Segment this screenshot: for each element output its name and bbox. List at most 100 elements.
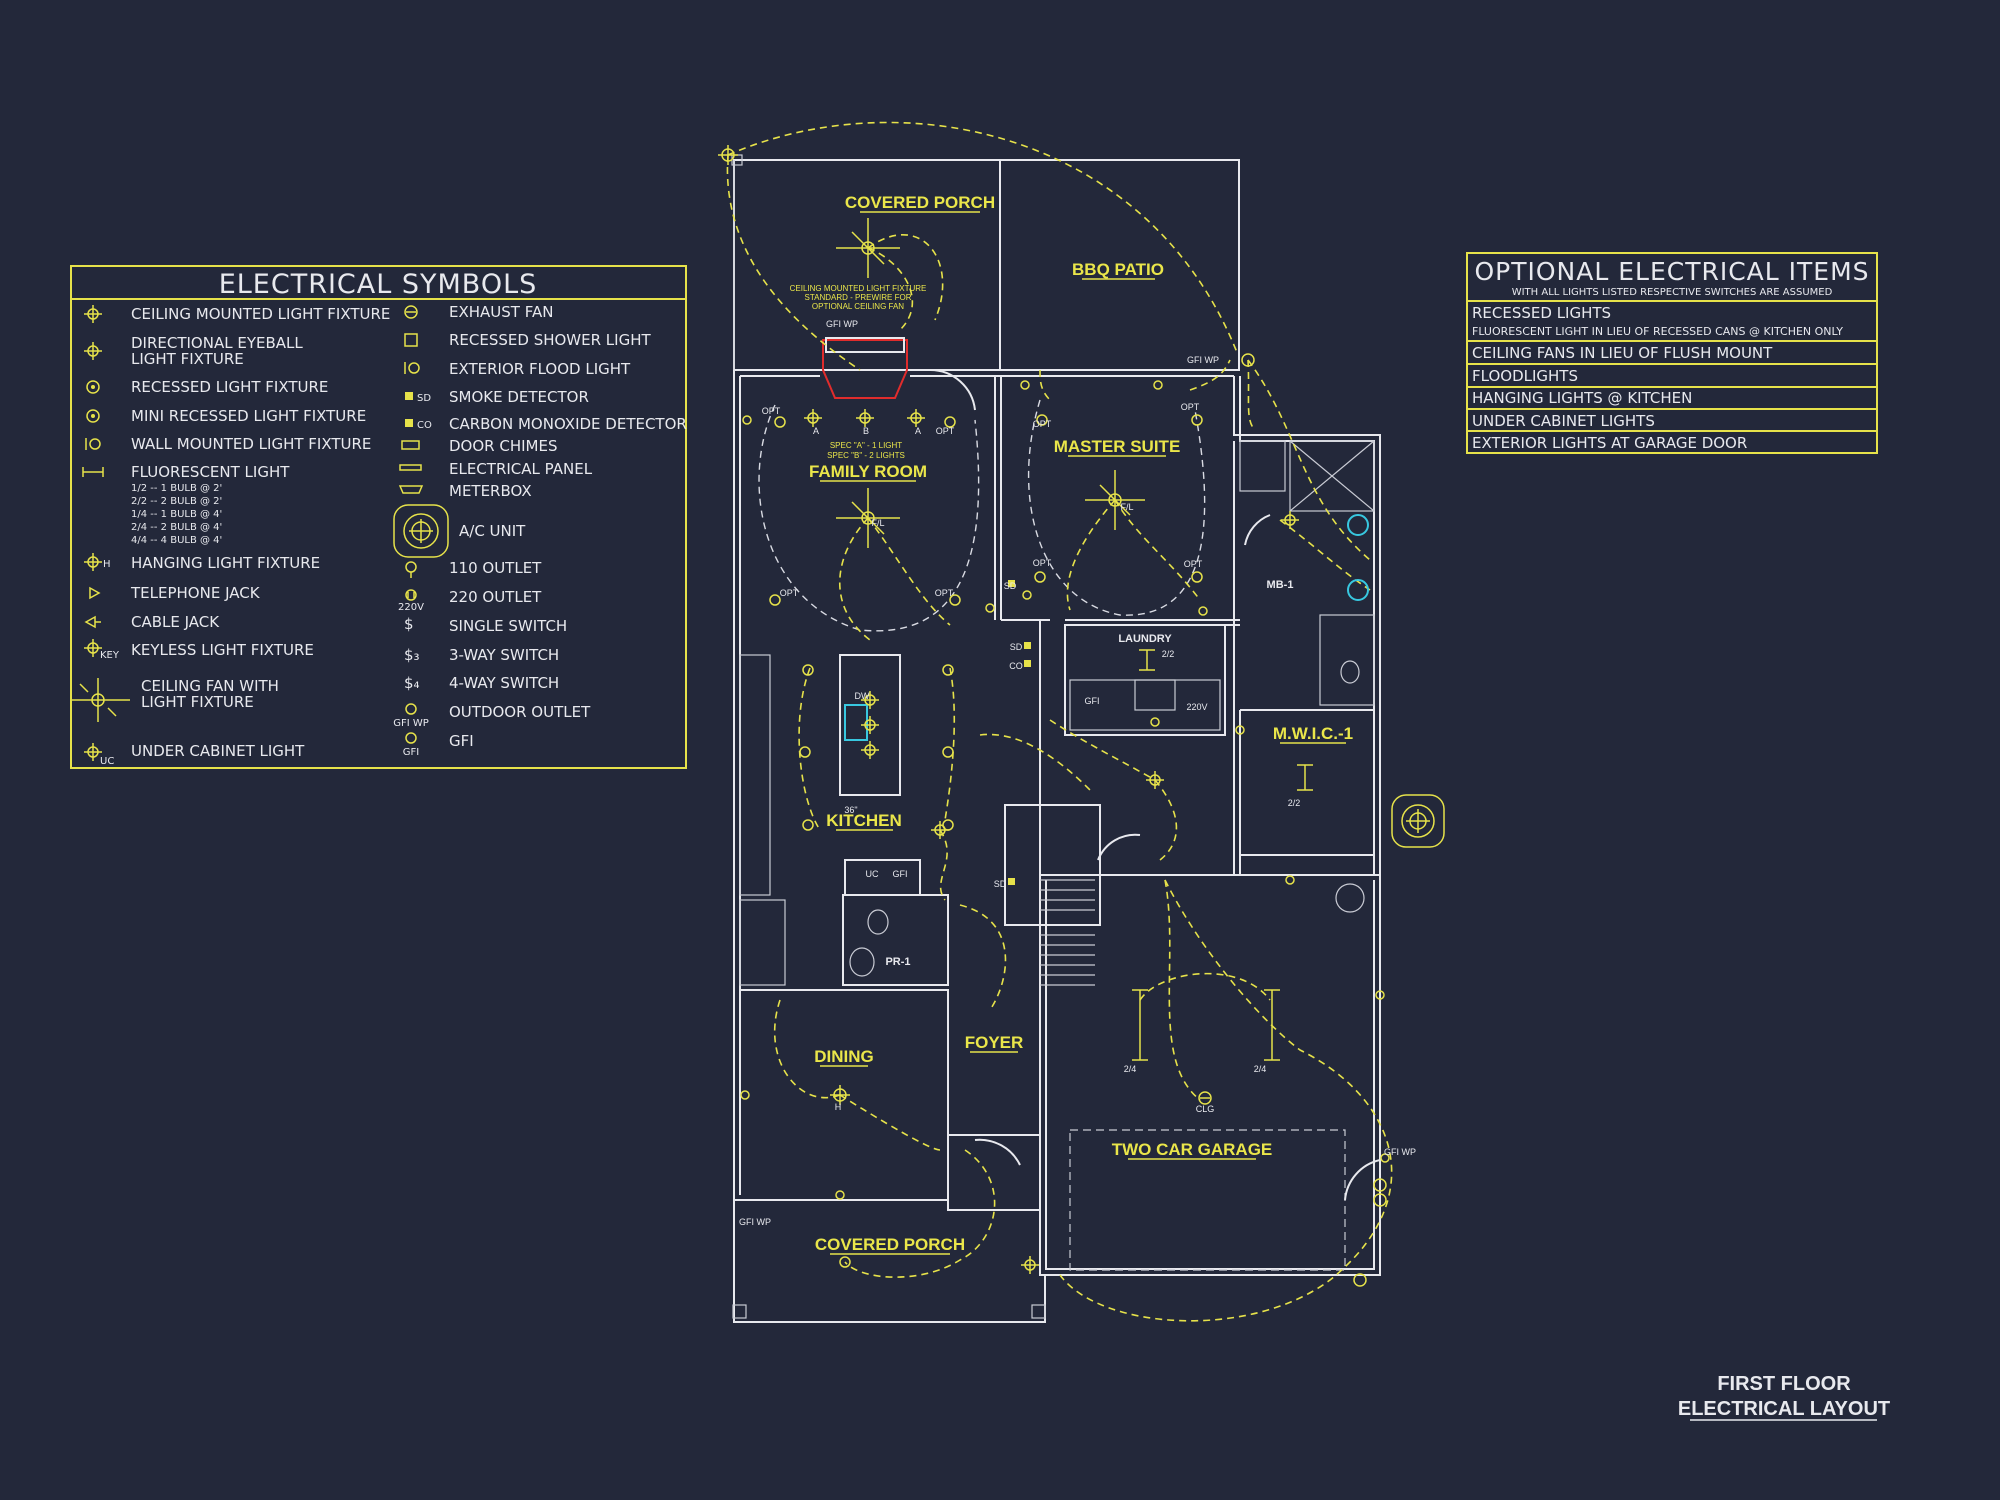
optional-frame xyxy=(1466,252,1878,454)
room-kitchen: KITCHEN xyxy=(826,811,902,830)
fluorescent-light-icon xyxy=(1132,649,1313,1061)
four-way-switch-icon: $₄ xyxy=(404,674,420,692)
ceiling-light-icon xyxy=(718,145,738,165)
legend-item: RECESSED SHOWER LIGHT xyxy=(449,331,651,349)
ceiling-light-icon xyxy=(1021,1256,1039,1274)
gfi-wp-label: GFI WP xyxy=(826,319,858,329)
flood-light-icon xyxy=(404,362,420,374)
sheet-title-line1: FIRST FLOOR xyxy=(1717,1373,1851,1395)
gfi-wp-code: GFI WP xyxy=(393,718,429,729)
legend-item: TELEPHONE JACK xyxy=(130,584,261,602)
outlet-220-icon xyxy=(405,589,417,601)
wire-run xyxy=(727,121,1239,356)
ac-unit-icon xyxy=(1391,794,1445,848)
fluorescent-note: 2/2 -- 2 BULB @ 2' xyxy=(131,496,222,507)
gfi-wp-label: GFI WP xyxy=(739,1217,771,1227)
opt-label: OPT xyxy=(1033,558,1052,568)
ceiling-fan-icon xyxy=(1085,470,1145,530)
shower-light-icon xyxy=(404,333,418,347)
optional-item: HANGING LIGHTS @ KITCHEN xyxy=(1472,389,1692,407)
mini-recessed-light-icon xyxy=(86,409,100,423)
optional-item: CEILING FANS IN LIEU OF FLUSH MOUNT xyxy=(1472,344,1773,362)
legend-item: SINGLE SWITCH xyxy=(449,617,567,635)
meterbox-icon xyxy=(398,485,424,494)
room-covered-porch-top: COVERED PORCH xyxy=(845,193,995,212)
floor-plan-walls xyxy=(731,154,1445,1323)
v220-label: 220V xyxy=(1186,702,1207,712)
spec-a-label: A xyxy=(813,426,819,436)
ceiling-light-icon xyxy=(1146,771,1164,789)
opt-label: OPT xyxy=(935,588,954,598)
sd-label: SD xyxy=(1004,581,1017,591)
opt-label: OPT xyxy=(780,588,799,598)
ceiling-light-icon xyxy=(804,409,822,427)
optional-item: FLUORESCENT LIGHT IN LIEU OF RECESSED CA… xyxy=(1472,325,1843,338)
ceiling-fan-icon xyxy=(836,488,900,548)
ceiling-light-note: STANDARD - PREWIRE FOR xyxy=(805,293,912,302)
hanging-light-icon xyxy=(861,691,879,759)
co-detector-icon xyxy=(405,419,413,427)
gfi-wp-label: GFI WP xyxy=(1384,1147,1416,1157)
ceiling-light-note: OPTIONAL CEILING FAN xyxy=(812,302,904,311)
legend-item: LIGHT FIXTURE xyxy=(131,350,244,368)
water-heater xyxy=(1335,883,1365,913)
kitchen-island xyxy=(839,654,901,796)
smoke-detector-icon xyxy=(405,392,413,400)
optional-item: UNDER CABINET LIGHTS xyxy=(1472,412,1655,430)
plan-fixtures xyxy=(718,145,1390,1287)
legend-item: RECESSED LIGHT FIXTURE xyxy=(131,378,328,396)
legend-item: METERBOX xyxy=(449,482,532,500)
legend-item: EXHAUST FAN xyxy=(449,303,553,321)
exhaust-fan-icon xyxy=(404,305,418,319)
legend-item: 220 OUTLET xyxy=(449,588,542,606)
hanging-light-icon xyxy=(830,1085,850,1105)
keyless-light-icon xyxy=(84,639,102,657)
legend-item: EXTERIOR FLOOD LIGHT xyxy=(449,360,631,378)
optional-title: OPTIONAL ELECTRICAL ITEMS xyxy=(1474,257,1869,286)
wiring-runs xyxy=(726,121,1393,1322)
ceiling-fan-icon xyxy=(72,678,130,722)
three-way-switch-icon: $₃ xyxy=(404,646,420,664)
ceiling-light-note: CEILING MOUNTED LIGHT FIXTURE xyxy=(790,284,927,293)
gfi-code: GFI xyxy=(403,747,419,758)
kitchen-sink xyxy=(844,704,868,741)
spec-a-label: A xyxy=(915,426,921,436)
room-dining: DINING xyxy=(814,1047,874,1066)
pr1-walls xyxy=(842,894,949,986)
opt-label: OPT xyxy=(936,426,955,436)
sheet-title-line2: ELECTRICAL LAYOUT xyxy=(1678,1398,1890,1420)
ac-unit-icon xyxy=(393,504,449,558)
door-chimes-icon xyxy=(401,440,420,450)
room-family-room: FAMILY ROOM xyxy=(809,462,927,481)
ceiling-light-icon xyxy=(1281,511,1299,529)
bottom-porch xyxy=(733,1200,1046,1323)
wall-light-icon xyxy=(1241,353,1387,1287)
co-label: CO xyxy=(1009,661,1023,671)
opt-label: OPT xyxy=(1184,559,1203,569)
gfi-label: GFI xyxy=(893,869,908,879)
fluorescent-note: 4/4 -- 4 BULB @ 4' xyxy=(131,535,222,546)
electrical-panel-icon xyxy=(399,464,422,471)
room-master-suite: MASTER SUITE xyxy=(1054,437,1181,456)
legend-item: KEYLESS LIGHT FIXTURE xyxy=(131,641,314,659)
legend-item: UNDER CABINET LIGHT xyxy=(131,742,305,760)
sheet-title: FIRST FLOOR ELECTRICAL LAYOUT xyxy=(1678,1373,1890,1421)
legend-item: GFI xyxy=(449,732,474,750)
uc-code: UC xyxy=(100,756,114,767)
electrical-symbols-legend: ELECTRICAL SYMBOLS H KEY UC CEILING MOUN… xyxy=(70,265,687,769)
shower xyxy=(1289,440,1375,512)
garage-walls xyxy=(1039,875,1381,1276)
fl-24-label: 2/4 xyxy=(1124,1064,1137,1074)
legend-item: 110 OUTLET xyxy=(449,559,542,577)
fl-22-label: 2/2 xyxy=(1288,798,1301,808)
room-pr1: PR-1 xyxy=(885,956,910,968)
toilet xyxy=(849,660,1360,977)
legend-item: CABLE JACK xyxy=(131,613,220,631)
room-laundry: LAUNDRY xyxy=(1118,633,1172,645)
room-mwic1: M.W.I.C.-1 xyxy=(1273,724,1353,743)
legend-item: A/C UNIT xyxy=(459,522,526,540)
under-cabinet-light-icon xyxy=(84,743,102,761)
room-covered-porch-bottom: COVERED PORCH xyxy=(815,1235,965,1254)
legend-item: ELECTRICAL PANEL xyxy=(449,460,593,478)
laundry-walls xyxy=(1064,624,1226,736)
